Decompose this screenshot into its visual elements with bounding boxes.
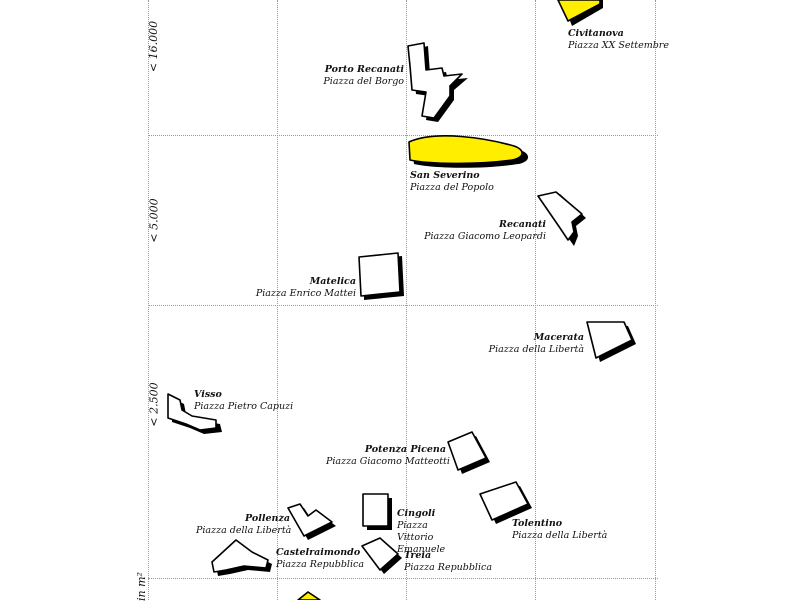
square-name: Piazza Repubblica xyxy=(276,559,364,570)
grid-vertical-line xyxy=(535,0,536,600)
town-name: Porto Recanati xyxy=(324,64,404,75)
piazza-shape-visso xyxy=(167,393,222,434)
label-macerata: Macerata Piazza della Libertà xyxy=(484,332,584,356)
town-name: Civitanova xyxy=(568,28,624,39)
label-visso: Visso Piazza Pietro Capuzi xyxy=(194,389,293,413)
piazza-shape-civitanova xyxy=(557,0,603,26)
town-name: Visso xyxy=(194,389,222,400)
piazza-shape-pollenza xyxy=(287,503,336,540)
label-castelraimondo: Castelraimondo Piazza Repubblica xyxy=(276,547,364,571)
piazza-shape-cingoli xyxy=(362,493,392,530)
square-name: Piazza della Libertà xyxy=(196,525,292,536)
piazza-shape-matelica xyxy=(358,252,404,300)
piazza-shape-partial-bottom xyxy=(297,591,321,600)
band-divider-16000 xyxy=(148,135,658,136)
piazza-shape-macerata xyxy=(586,321,636,362)
town-name: San Severino xyxy=(410,170,480,181)
square-name: Piazza Vittorio Emanuele xyxy=(397,520,446,555)
square-name: Piazza Pietro Capuzi xyxy=(194,401,294,412)
square-name: Piazza Enrico Mattei xyxy=(255,288,356,299)
grid-vertical-line xyxy=(277,0,278,600)
square-name: Piazza Giacomo Matteotti xyxy=(326,456,450,467)
label-cingoli: Cingoli Piazza Vittorio Emanuele xyxy=(397,508,467,556)
piazza-shape-treia xyxy=(361,537,402,574)
square-name: Piazza XX Settembre xyxy=(568,40,669,51)
town-name: Cingoli xyxy=(397,508,436,519)
square-name: Piazza della Libertà xyxy=(488,344,584,355)
square-name: Piazza Repubblica xyxy=(404,562,492,573)
piazza-shape-san-severino xyxy=(408,135,529,168)
square-name: Piazza del Borgo xyxy=(323,76,404,87)
town-name: Castelraimondo xyxy=(276,547,361,558)
label-porto-recanati: Porto Recanati Piazza del Borgo xyxy=(318,64,404,88)
label-tolentino: Tolentino Piazza della Libertà xyxy=(512,518,607,542)
square-name: Piazza della Libertà xyxy=(512,530,608,541)
label-treia: Treia Piazza Repubblica xyxy=(404,550,492,574)
square-name: Piazza Giacomo Leopardi xyxy=(424,231,546,242)
piazza-shape-potenza-picena xyxy=(447,431,490,474)
town-name: Tolentino xyxy=(512,518,563,529)
band-divider-5000 xyxy=(148,305,658,306)
square-name: Piazza del Popolo xyxy=(410,182,494,193)
piazza-shape-castelraimondo xyxy=(211,539,272,576)
label-matelica: Matelica Piazza Enrico Mattei xyxy=(250,276,356,300)
label-san-severino: San Severino Piazza del Popolo xyxy=(410,170,494,194)
band-divider-base xyxy=(148,578,658,579)
grid-vertical-line xyxy=(406,0,407,600)
town-name: Macerata xyxy=(533,332,584,343)
town-name: Pollenza xyxy=(245,513,290,524)
town-name: Matelica xyxy=(309,276,356,287)
piazza-shape-porto-recanati xyxy=(407,42,468,122)
label-civitanova: Civitanova Piazza XX Settembre xyxy=(568,28,669,52)
town-name: Recanati xyxy=(499,219,546,230)
label-pollenza: Pollenza Piazza della Libertà xyxy=(196,513,292,537)
grid-vertical-line xyxy=(148,0,149,600)
town-name: Treia xyxy=(404,550,432,561)
grid-vertical-line xyxy=(655,0,656,600)
town-name: Potenza Picena xyxy=(364,444,446,455)
label-potenza-picena: Potenza Picena Piazza Giacomo Matteotti xyxy=(326,444,450,468)
piazza-shape-recanati xyxy=(537,191,586,246)
piazza-shape-tolentino xyxy=(479,481,532,524)
label-recanati: Recanati Piazza Giacomo Leopardi xyxy=(420,219,546,243)
